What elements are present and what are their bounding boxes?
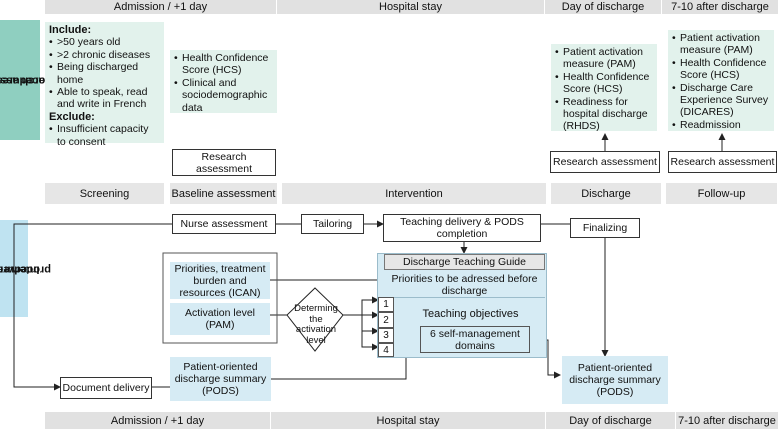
phase-intervention: Intervention	[282, 183, 546, 204]
exclude-list: Insufficient capacity to consent	[49, 123, 160, 148]
baseline-measure-item: Health Confidence Score (HCS)	[174, 52, 273, 77]
self-management-domains-box: 6 self-management domains	[420, 326, 530, 353]
tailoring-box: Tailoring	[301, 214, 364, 234]
research-assessment-discharge: Research assessment	[550, 151, 660, 173]
research-procedures-label: Research assessmentprocedures	[0, 20, 71, 140]
baseline-measures: Health Confidence Score (HCS) Clinical a…	[170, 50, 277, 114]
finalizing-box: Finalizing	[570, 218, 640, 238]
nurse-assessment-box: Nurse assessment	[172, 214, 276, 234]
timeline-top-day-of-discharge: Day of discharge	[545, 0, 662, 14]
timeline-bottom-hospital-stay: Hospital stay	[271, 412, 546, 429]
followup-measure-item: Health Confidence Score (HCS)	[672, 57, 770, 82]
phase-screening: Screening	[45, 183, 164, 204]
include-item: >50 years old	[49, 36, 160, 49]
pods-left-box: Patient-oriented discharge summary (PODS…	[170, 357, 271, 401]
followup-measure-item: Readmission	[672, 119, 770, 132]
document-delivery-box: Document delivery	[60, 377, 152, 399]
followup-measures: Patient activation measure (PAM) Health …	[668, 30, 774, 132]
determining-activation-level: Determing the activation level	[294, 303, 338, 346]
timeline-top-hospital-stay: Hospital stay	[277, 0, 545, 14]
exclude-heading: Exclude:	[49, 110, 95, 123]
guide-priorities: Priorities to be adressed before dischar…	[384, 272, 545, 298]
level-number: 1	[378, 297, 394, 312]
guide-title: Discharge Teaching Guide	[384, 254, 545, 270]
teaching-objectives-label: Teaching objectives	[422, 308, 519, 320]
include-heading: Include:	[49, 24, 92, 36]
pods-right-box: Patient-oriented discharge summary (PODS…	[562, 356, 668, 404]
level-number: 2	[378, 312, 394, 328]
discharge-measures: Patient activation measure (PAM) Health …	[551, 44, 657, 133]
discharge-measure-item: Patient activation measure (PAM)	[555, 46, 653, 71]
priorities-ican-box: Priorities, treatment burden and resourc…	[170, 262, 270, 299]
timeline-bottom-followup: 7-10 after discharge	[676, 412, 778, 429]
discharge-measure-item: Readiness for hospital discharge (RHDS)	[555, 96, 653, 133]
phase-followup: Follow-up	[666, 183, 777, 204]
include-item: >2 chronic diseases	[49, 49, 160, 62]
timeline-top-followup: 7-10 after discharge	[662, 0, 778, 14]
timeline-bottom-admission: Admission / +1 day	[45, 412, 271, 429]
timeline-top-admission: Admission / +1 day	[45, 0, 277, 14]
include-item: Able to speak, read and write in French	[49, 86, 160, 111]
include-item: Being discharged home	[49, 61, 160, 86]
exclude-item: Insufficient capacity to consent	[49, 123, 160, 148]
activation-level-box: Activation level (PAM)	[170, 303, 270, 335]
level-number: 3	[378, 328, 394, 343]
level-number: 4	[378, 343, 394, 357]
phase-baseline-assessment: Baseline assessment	[170, 183, 277, 204]
phase-discharge: Discharge	[551, 183, 661, 204]
discharge-measure-item: Health Confidence Score (HCS)	[555, 71, 653, 96]
followup-measure-item: Patient activation measure (PAM)	[672, 32, 770, 57]
eligibility-criteria: Include: >50 years old >2 chronic diseas…	[45, 22, 164, 148]
baseline-measure-item: Clinical and sociodemographic data	[174, 77, 273, 114]
research-assessment-baseline: Research assessment	[172, 149, 276, 176]
research-assessment-followup: Research assessment	[668, 151, 777, 173]
timeline-bottom-day-of-discharge: Day of discharge	[546, 412, 676, 429]
include-list: >50 years old >2 chronic diseases Being …	[49, 36, 160, 110]
followup-measure-item: Discharge Care Experience Survey (DICARE…	[672, 82, 770, 119]
teaching-delivery-box: Teaching delivery & PODS completion	[383, 214, 541, 242]
